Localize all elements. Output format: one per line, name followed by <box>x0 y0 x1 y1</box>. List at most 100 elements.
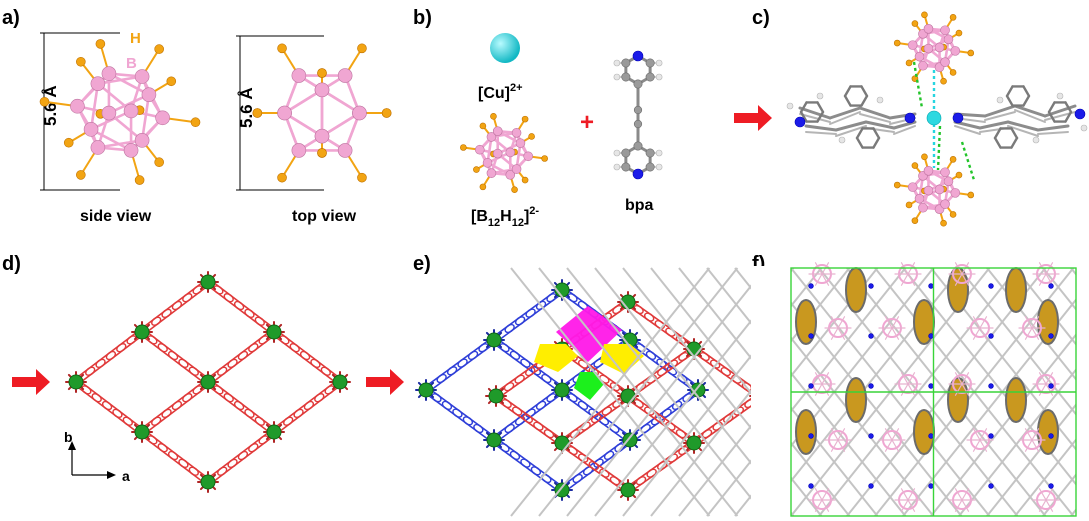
cluster-spike <box>954 383 963 396</box>
linker-bond <box>798 106 832 120</box>
panel-f: f) <box>510 253 1089 521</box>
cluster-spike <box>814 273 823 286</box>
linker-ring <box>645 350 657 361</box>
hydrogen-atom <box>905 59 913 67</box>
cluster-node <box>488 388 504 404</box>
linker-ring <box>567 445 578 456</box>
b-b-bond <box>89 109 133 131</box>
carbon-atom <box>621 58 631 68</box>
boron-label: B <box>126 55 137 72</box>
lattice-strand <box>650 267 851 517</box>
linker-bond <box>893 125 916 135</box>
cluster-spike <box>954 488 963 501</box>
linker-bond <box>1007 125 1039 137</box>
red-arrow-icon <box>734 105 772 131</box>
ring-bond <box>1010 127 1019 140</box>
boron-atom <box>950 46 961 56</box>
linker-ring <box>227 358 238 369</box>
nitrogen-atom <box>952 112 964 124</box>
cluster-spike <box>1031 439 1040 452</box>
linker-ring <box>244 408 255 419</box>
boron-atom <box>337 68 353 83</box>
void-surface <box>795 299 817 345</box>
cluster-node <box>554 435 570 451</box>
boron-atom <box>486 168 497 178</box>
b-b-bond <box>283 88 324 115</box>
nitrogen-atom <box>868 433 874 439</box>
linker-ring <box>283 416 294 426</box>
hydrogen-atom <box>949 211 957 218</box>
cluster-node <box>620 482 636 498</box>
copper-complex-model <box>786 11 1088 227</box>
nitrogen-atom <box>1048 383 1054 389</box>
cluster-spike <box>979 316 988 329</box>
magenta-pore <box>556 306 622 362</box>
hydrogen-atom <box>357 172 367 183</box>
cluster-spike <box>979 428 988 441</box>
cluster-spike <box>837 327 846 340</box>
cluster-spike <box>954 372 963 385</box>
nitrogen-atom <box>808 383 814 389</box>
cluster-spike <box>830 316 839 329</box>
interpenetrated-network <box>415 279 771 501</box>
panel-c: c) <box>734 7 1088 227</box>
ring-bond <box>993 136 1002 149</box>
red-arrow-icon <box>12 369 50 395</box>
cluster-spike <box>961 488 970 501</box>
ring-bond <box>1064 101 1073 114</box>
cluster-spike <box>1024 316 1033 329</box>
linker-ring <box>535 400 547 411</box>
boron-atom <box>492 126 503 136</box>
cluster-spike <box>979 439 988 452</box>
nitrogen-atom <box>868 383 874 389</box>
nitrogen-atom <box>988 483 994 489</box>
linker-ring <box>533 421 544 431</box>
axis-arrow-icon <box>68 441 116 479</box>
hydrogen-atom <box>613 73 621 81</box>
cluster-spike <box>1045 372 1054 385</box>
cluster-node <box>686 435 702 451</box>
linker-bond <box>799 113 831 123</box>
hydrogen-atom <box>317 68 327 78</box>
hydrogen-atom <box>955 29 963 37</box>
linker-ring <box>233 300 245 311</box>
cluster-node <box>486 432 502 448</box>
linker-ring <box>591 414 602 424</box>
cluster-spike <box>1031 327 1040 340</box>
panel-b: b) [Cu]2+ [B12H12]2- + bpa <box>413 7 663 229</box>
linker-bond <box>1037 131 1069 135</box>
linker-ring <box>514 374 525 384</box>
linker-ring <box>126 335 137 345</box>
hydrogen-bond-contact <box>960 141 976 181</box>
boron-atom <box>523 151 534 162</box>
cluster-spike <box>884 316 893 329</box>
hydrogen-atom <box>473 166 480 173</box>
cluster-spike <box>1045 383 1054 396</box>
linker-bond <box>859 113 891 123</box>
linker-ring <box>509 350 521 361</box>
boron-atom <box>314 82 330 98</box>
linker-ring <box>279 335 290 345</box>
ring-bond <box>855 136 864 149</box>
linker-ring <box>601 406 612 416</box>
linker-ring <box>599 468 610 478</box>
hydrogen-atom <box>154 44 164 54</box>
linker-ring <box>147 435 158 445</box>
linker-ring <box>258 335 269 345</box>
b-b-bond <box>89 128 133 152</box>
cluster-spike <box>814 383 823 396</box>
hydrogen-atom <box>911 162 919 169</box>
cluster-spike <box>1038 372 1047 385</box>
hydrogen-atom <box>949 156 957 163</box>
linker-ring <box>635 476 647 486</box>
top-view-caption: top view <box>292 208 357 225</box>
bpa-molecule <box>613 50 663 180</box>
nitrogen-atom <box>808 483 814 489</box>
linker-ring <box>612 398 623 409</box>
cluster-spike <box>900 273 909 286</box>
ring-bond <box>1022 94 1031 107</box>
linker-ring <box>171 400 183 411</box>
nitrogen-atom <box>808 333 814 339</box>
side-view-caption: side view <box>80 208 152 225</box>
hydrogen-atom <box>655 163 663 171</box>
